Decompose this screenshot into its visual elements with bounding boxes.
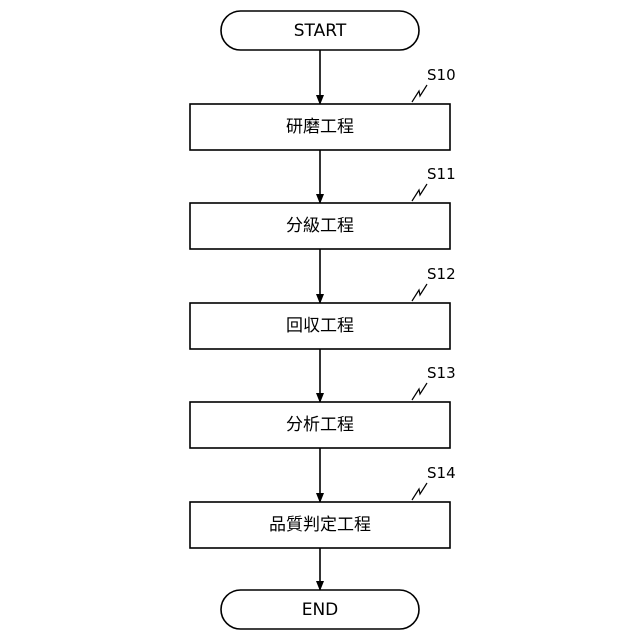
start-terminator: START — [221, 11, 419, 50]
step-label-s12: S12 — [427, 265, 456, 283]
step-text-s11: 分級工程 — [286, 216, 354, 236]
step-text-s10: 研磨工程 — [286, 117, 354, 137]
end-terminator: END — [221, 548, 419, 629]
step-leader-s12 — [412, 284, 427, 301]
step-text-s12: 回収工程 — [286, 316, 354, 336]
end-text: END — [302, 600, 339, 620]
step-s10: S10 研磨工程 — [190, 50, 456, 150]
step-leader-s14 — [412, 483, 427, 500]
step-leader-s13 — [412, 383, 427, 400]
start-text: START — [294, 21, 347, 41]
step-s13: S13 分析工程 — [190, 349, 456, 448]
step-label-s11: S11 — [427, 165, 456, 183]
step-leader-s10 — [412, 85, 427, 102]
step-label-s13: S13 — [427, 364, 456, 382]
step-text-s14: 品質判定工程 — [269, 515, 371, 535]
step-label-s14: S14 — [427, 464, 456, 482]
step-text-s13: 分析工程 — [286, 415, 354, 435]
step-s11: S11 分級工程 — [190, 150, 456, 249]
step-label-s10: S10 — [427, 66, 456, 84]
step-leader-s11 — [412, 184, 427, 201]
step-s12: S12 回収工程 — [190, 249, 456, 349]
step-s14: S14 品質判定工程 — [190, 448, 456, 548]
